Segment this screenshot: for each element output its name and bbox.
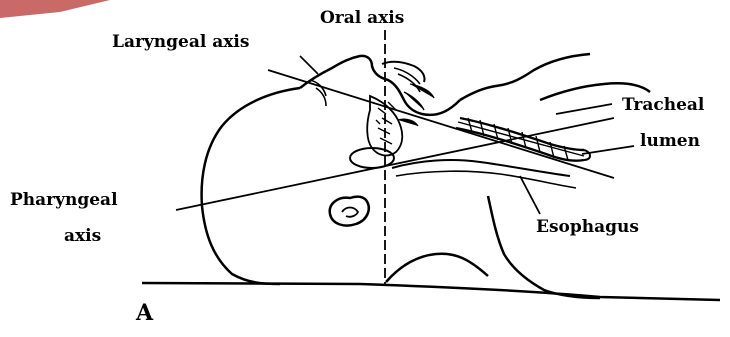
neck-back-line bbox=[488, 196, 600, 298]
head-outline bbox=[202, 88, 300, 284]
trachea-tube bbox=[456, 118, 590, 161]
ear-outline bbox=[330, 197, 369, 226]
tracheal-lumen-pointer-2 bbox=[582, 146, 634, 154]
panel-letter: A bbox=[136, 302, 153, 324]
jaw-line bbox=[460, 54, 590, 100]
corner-accent-band bbox=[0, 0, 110, 18]
esophagus-pointer bbox=[520, 176, 540, 214]
ear-inner bbox=[342, 208, 358, 217]
table-surface-line bbox=[142, 283, 720, 300]
pharyngeal-axis-label-line2: axis bbox=[64, 228, 101, 245]
shoulder-line bbox=[386, 254, 488, 282]
laryngeal-label-pointer bbox=[300, 56, 318, 74]
tracheal-label-line1: Tracheal bbox=[622, 97, 704, 114]
tracheal-label-line2: lumen bbox=[640, 133, 700, 150]
oral-axis-label: Oral axis bbox=[320, 10, 404, 27]
laryngeal-axis-label: Laryngeal axis bbox=[112, 34, 249, 51]
laryngeal-axis-line bbox=[268, 70, 614, 178]
pharyngeal-axis-label-line1: Pharyngeal bbox=[10, 192, 118, 209]
tracheal-lumen-pointer bbox=[556, 104, 612, 114]
pharyngeal-axis-line bbox=[176, 118, 614, 210]
face-profile bbox=[300, 56, 460, 115]
esophagus-label: Esophagus bbox=[536, 219, 639, 236]
